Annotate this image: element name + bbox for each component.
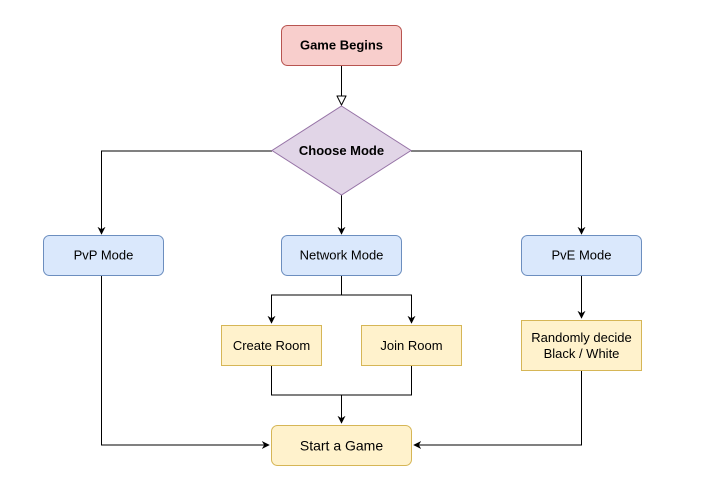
node-join-room-label: Join Room <box>380 338 442 353</box>
node-pvp-mode-label: PvP Mode <box>74 248 134 263</box>
edge-choose-mode-to-pvp <box>97 150 272 235</box>
node-join-room-box <box>361 325 462 366</box>
edges <box>97 65 586 449</box>
edge-network-to-create-room <box>267 275 342 324</box>
node-create-room-label: Create Room <box>233 338 310 353</box>
node-choose-mode-diamond <box>271 105 412 196</box>
edge-choose-mode-to-pve <box>411 150 586 235</box>
node-start-game[interactable]: Start a Game <box>271 425 412 466</box>
node-choose-mode-label: Choose Mode <box>299 143 384 158</box>
node-pvp-mode-box <box>43 235 164 276</box>
node-pvp-mode[interactable]: PvP Mode <box>43 235 164 276</box>
node-random-decide[interactable]: Randomly decide Black / White <box>521 320 642 371</box>
node-network-mode-label: Network Mode <box>300 248 384 263</box>
node-pve-mode[interactable]: PvE Mode <box>521 235 642 276</box>
node-game-begins-label: Game Begins <box>300 38 383 53</box>
node-random-decide-label-line2: Black / White <box>544 346 620 361</box>
edge-rooms-to-start-game <box>271 365 412 423</box>
edge-random-decide-to-start-game <box>413 370 582 449</box>
node-network-mode-box <box>281 235 402 276</box>
node-network-mode[interactable]: Network Mode <box>281 235 402 276</box>
node-join-room[interactable]: Join Room <box>361 325 462 366</box>
node-pve-mode-label: PvE Mode <box>552 248 612 263</box>
node-game-begins[interactable]: Game Begins <box>281 25 402 66</box>
edge-network-to-join-room <box>341 294 416 324</box>
node-game-begins-box <box>281 25 402 66</box>
node-start-game-box <box>271 425 412 466</box>
node-random-decide-label-line1: Randomly decide <box>531 330 631 345</box>
node-random-decide-box <box>521 320 642 371</box>
node-create-room[interactable]: Create Room <box>221 325 322 366</box>
node-create-room-box <box>221 325 322 366</box>
node-choose-mode[interactable]: Choose Mode <box>271 105 412 196</box>
node-pve-mode-box <box>521 235 642 276</box>
node-start-game-label: Start a Game <box>300 438 383 454</box>
edge-pvp-to-start-game <box>101 275 270 449</box>
